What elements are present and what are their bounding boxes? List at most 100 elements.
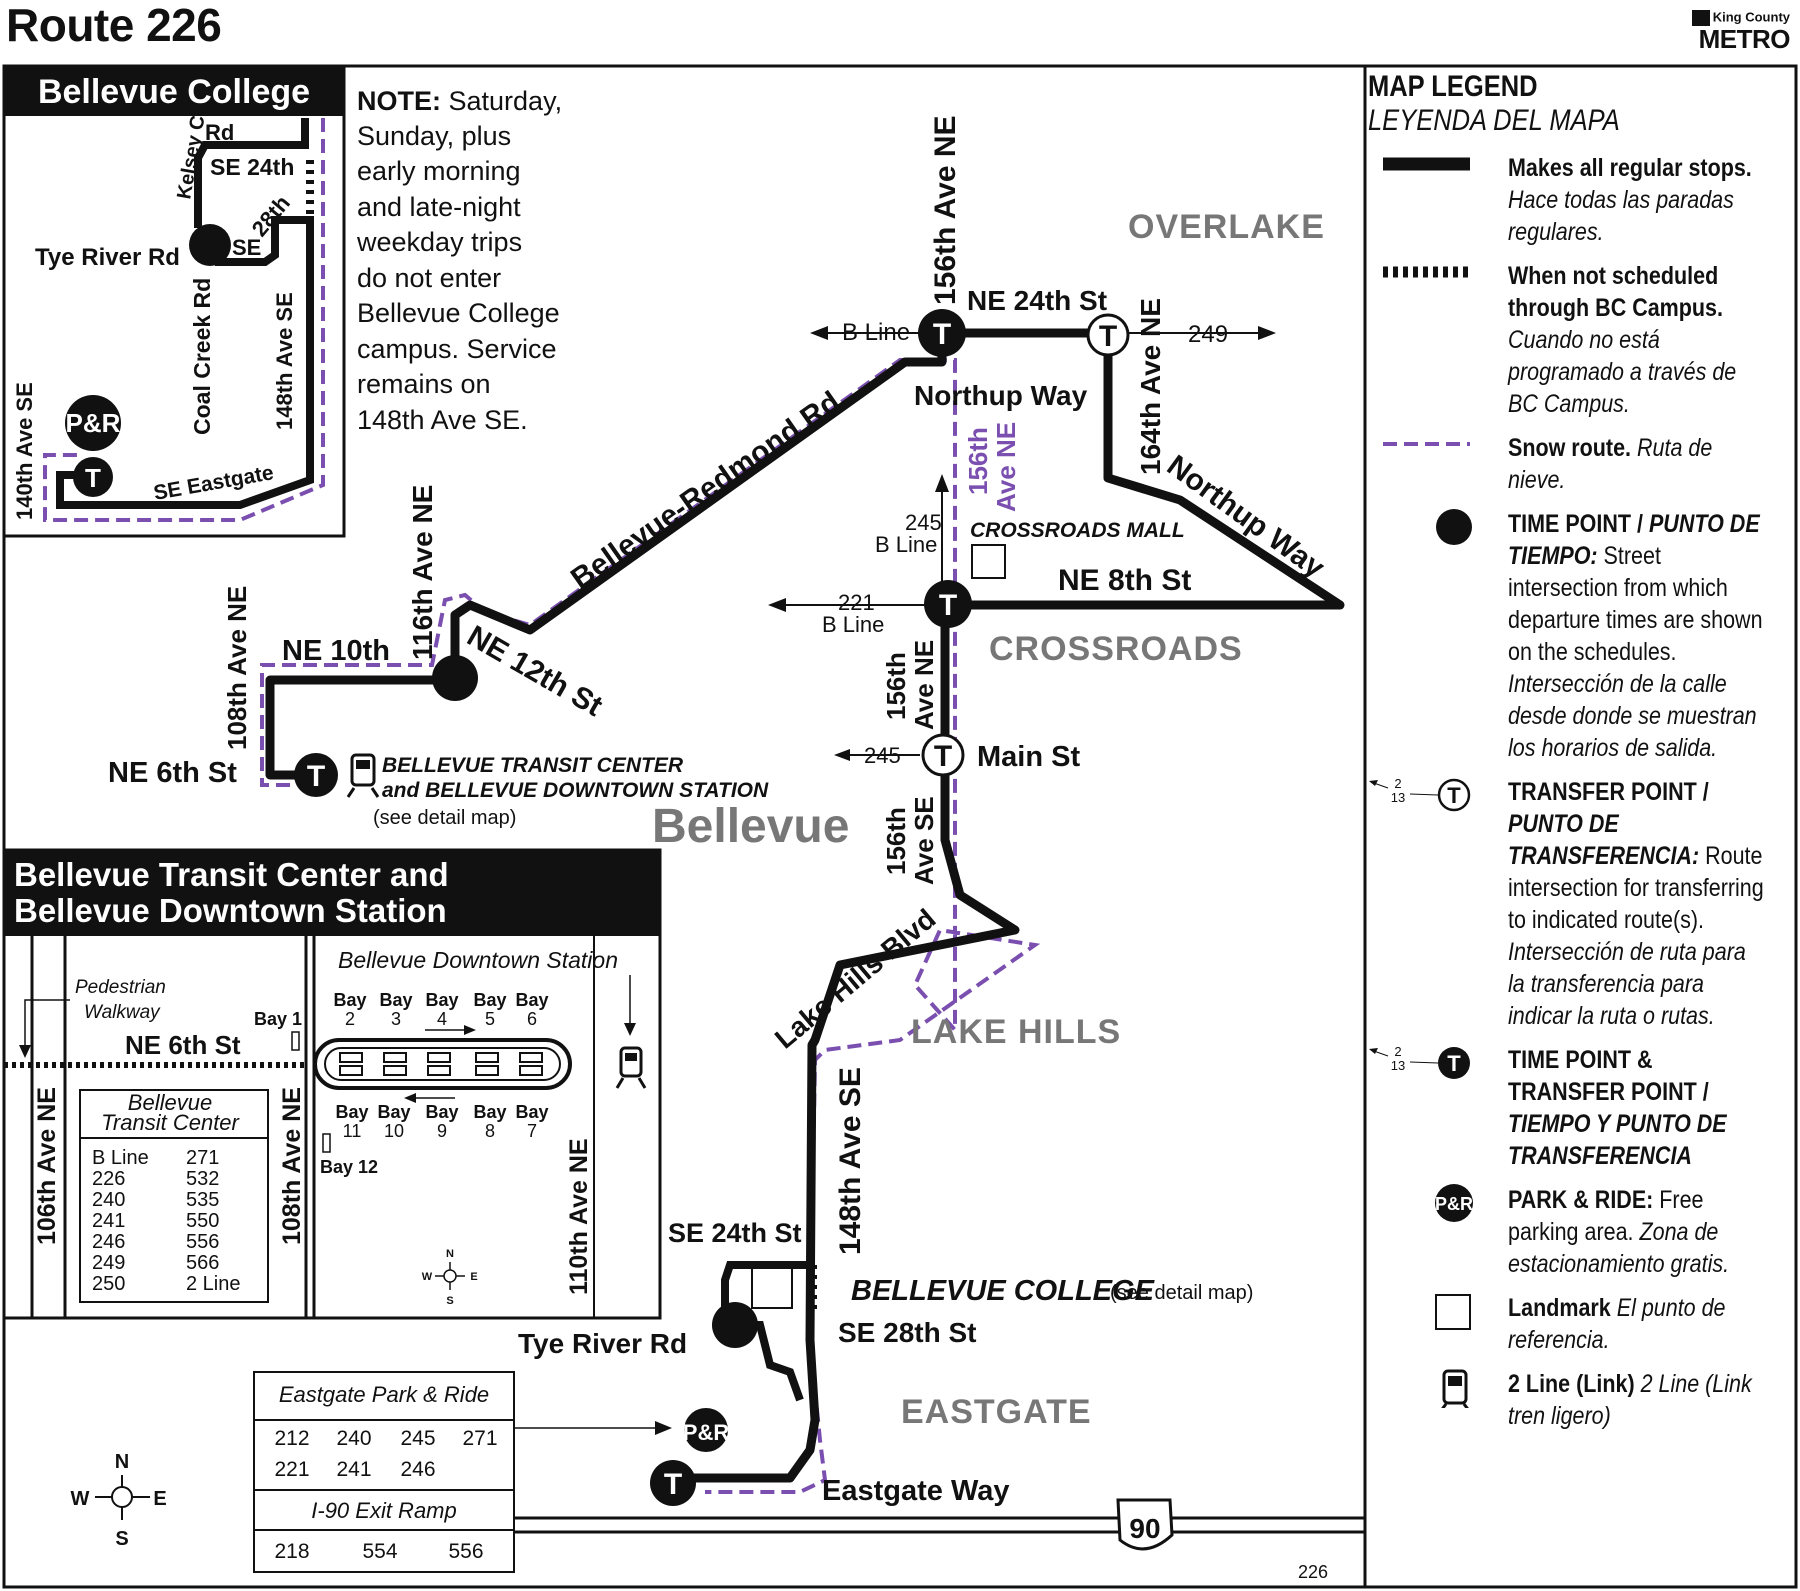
i90-shield-label: 90 [1129,1513,1160,1544]
legend-5-bold: TIME POINT & TRANSFER POINT / [1508,1046,1709,1106]
transfer-point-icon: T 2 13 [1369,776,1471,812]
bay-label: Bay [333,990,366,1010]
legend-4-bold-italic: PUNTO DE TRANSFERENCIA: [1508,810,1700,870]
label-btc-b: and BELLEVUE DOWNTOWN STATION [382,779,769,802]
bay-number: 4 [437,1009,447,1029]
compass-w: W [71,1488,90,1510]
street-crossroads-mall: CROSSROADS MALL [970,519,1185,542]
street-156th-snow-a: 156th [963,427,993,495]
legend-8-italic: 2 Line (Link tren ligero) [1508,1370,1752,1430]
btc-compass-w: W [422,1271,433,1283]
link-train-icon [1441,1369,1469,1408]
inset-street-tye: Tye River Rd [35,244,180,271]
legend-3-bold-italic: PUNTO DE TIEMPO: [1508,510,1760,570]
btc-compass-s: S [446,1295,453,1307]
legend-2-bold: Snow route. [1508,434,1632,462]
street-ne12: NE 12th St [462,619,608,723]
legend-item-time-point: TIME POINT / PUNTO DE TIEMPO: Street int… [1368,508,1788,764]
btc-route: 250 [92,1273,125,1295]
bay-label: Bay [515,990,548,1010]
bay-number: 9 [437,1121,447,1141]
legend-item-transfer-point: T 2 13 TRANSFER POINT / PUNTO DE TRANSFE… [1368,776,1788,1032]
ramp-r0: 218 [274,1540,309,1563]
stops: T T T T T P&R T [294,309,1130,1506]
time-transfer-icon: T 2 13 [1369,1044,1470,1079]
bc-landmark [751,1267,793,1309]
note-line-7: campus. Service [357,334,557,364]
regular-route [265,328,1345,1483]
eg-r0c0: 212 [274,1427,309,1450]
bay-label: Bay [515,1102,548,1122]
eg-r1c2: 246 [400,1458,435,1481]
street-156th-top: 156th Ave NE [929,115,962,305]
btc-ped-a: Pedestrian [75,977,166,998]
transfer-221: 221 [838,590,875,615]
inset-street-rd: Rd [205,120,234,145]
i90-freeway: 90 [515,1498,1365,1551]
compass-n: N [115,1451,129,1473]
route-title: Route 226 [6,0,222,51]
area-lake-hills: LAKE HILLS [911,1013,1121,1051]
btc-route: 240 [92,1189,125,1211]
bay-label: Bay [379,990,412,1010]
inset-t-symbol: T [85,463,101,493]
btc-compass-e: E [470,1271,477,1283]
note-line-9: 148th Ave SE. [357,405,528,435]
eastgate-routes-box: Eastgate Park & Ride 212 240 245 271 221… [253,1371,515,1573]
legend-item-snow: Snow route. Ruta de nieve. [1368,432,1788,496]
eg-r1c1: 241 [336,1458,371,1481]
legend-sym-num-a2: 2 [1394,1044,1401,1059]
landmark-icon [1435,1294,1471,1330]
area-crossroads: CROSSROADS [989,630,1243,668]
bay-label: Bay [425,990,458,1010]
area-overlake: OVERLAKE [1128,208,1325,246]
legend-5-bold-italic: TIEMPO Y PUNTO DE TRANSFERENCIA [1508,1110,1727,1170]
bay-label: Bay [335,1102,368,1122]
stop-btc-t: T [307,760,325,793]
transfer-249: 249 [1188,321,1228,348]
bay-12: Bay 12 [320,1157,378,1177]
legend-6-bold: PARK & RIDE: [1508,1186,1654,1214]
page-number: 226 [1298,1562,1328,1582]
compass-icon: N S E W [71,1451,167,1550]
svg-text:NOTE: Saturday,: NOTE: Saturday, [357,86,562,116]
street-se28: SE 28th St [838,1317,976,1348]
label-bc-see: (see detail map) [1110,1282,1253,1304]
regular-route-icon [1383,157,1470,171]
btc-route: 532 [186,1168,219,1190]
logo-small-text: King County [1712,9,1790,25]
legend-1-bold: When not scheduled through BC Campus. [1508,262,1723,322]
street-ne24: NE 24th St [967,285,1107,316]
note-line-5: do not enter [357,263,501,293]
inset-street-coal-creek: Coal Creek Rd [189,278,215,435]
snow-route-icon [1383,442,1470,446]
legend-sym-num-a: 2 [1394,776,1401,791]
bay-label: Bay [377,1102,410,1122]
legend-sym-t2: T [1447,1051,1461,1076]
stop-164th-t: T [1099,320,1117,353]
btc-route: 535 [186,1189,219,1211]
btc-route: 550 [186,1210,219,1232]
street-116th: 116th Ave NE [407,485,438,660]
park-ride-icon: P&R [1435,1184,1473,1222]
stop-156th-ne24-t: T [933,318,951,351]
eg-r0c1: 240 [336,1427,371,1450]
btc-route: 2 Line [186,1273,241,1295]
crossroads-mall-landmark [971,544,1006,579]
btc-route: 246 [92,1231,125,1253]
legend-4-bold: TRANSFER POINT / [1508,778,1709,806]
bay-number: 5 [485,1009,495,1029]
street-ne10: NE 10th [282,635,390,667]
inset-street-148th: 148th Ave SE [272,292,297,430]
legend-1-italic: Cuando no está programado a través de BC… [1508,326,1737,418]
btc-compass-n: N [446,1248,454,1260]
legend-item-park-ride: P&R PARK & RIDE: Free parking area. Zona… [1368,1184,1788,1280]
legend-3-bold: TIME POINT / [1508,510,1649,538]
note-line-3: and late-night [357,192,521,222]
legend-sym-pr: P&R [1435,1194,1473,1214]
legend-sym-num-b: 13 [1391,790,1405,805]
street-156th-mid-a: 156th [881,652,911,720]
note-line-4: weekday trips [356,227,522,257]
legend-item-not-scheduled: When not scheduled through BC Campus.Cua… [1368,260,1788,420]
